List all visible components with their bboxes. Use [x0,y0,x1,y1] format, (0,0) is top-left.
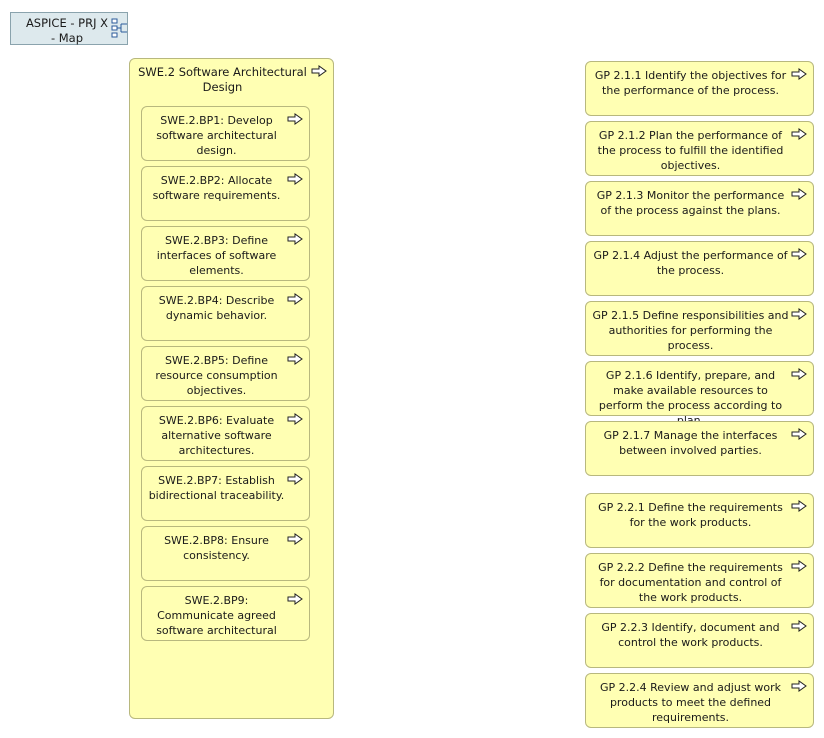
base-practice-label: SWE.2.BP1: Develop software architectura… [156,114,277,157]
generic-practice-label: GP 2.2.4 Review and adjust work products… [600,681,781,724]
map-title: ASPICE - PRJ X - Map [25,16,109,45]
generic-practice-2-2-4[interactable]: GP 2.2.4 Review and adjust work products… [585,673,814,728]
process-arrow-icon [791,680,807,692]
generic-practice-2-2-2[interactable]: GP 2.2.2 Define the requirements for doc… [585,553,814,608]
base-practice-4[interactable]: SWE.2.BP4: Describe dynamic behavior. [141,286,310,341]
base-practice-label: SWE.2.BP6: Evaluate alternative software… [158,414,275,457]
process-arrow-icon [287,113,303,125]
generic-practice-2-2-1[interactable]: GP 2.2.1 Define the requirements for the… [585,493,814,548]
process-arrow-icon [791,560,807,572]
view-map-icon [111,18,127,38]
base-practice-label: SWE.2.BP5: Define resource consumption o… [155,354,278,397]
base-practice-1[interactable]: SWE.2.BP1: Develop software architectura… [141,106,310,161]
process-arrow-icon [791,620,807,632]
generic-practice-2-2-3[interactable]: GP 2.2.3 Identify, document and control … [585,613,814,668]
generic-practice-2-1-4[interactable]: GP 2.1.4 Adjust the performance of the p… [585,241,814,296]
generic-practice-2-1-7[interactable]: GP 2.1.7 Manage the interfaces between i… [585,421,814,476]
generic-practice-2-1-6[interactable]: GP 2.1.6 Identify, prepare, and make ava… [585,361,814,427]
base-practice-2[interactable]: SWE.2.BP2: Allocate software requirement… [141,166,310,221]
process-arrow-icon [791,428,807,440]
generic-practice-label: GP 2.1.5 Define responsibilities and aut… [592,309,789,352]
process-arrow-icon [311,65,327,77]
process-arrow-icon [287,233,303,245]
generic-practice-2-1-3[interactable]: GP 2.1.3 Monitor the performance of the … [585,181,814,236]
process-arrow-icon [287,353,303,365]
process-arrow-icon [287,173,303,185]
generic-practice-2-1-5[interactable]: GP 2.1.5 Define responsibilities and aut… [585,301,814,356]
base-practice-7[interactable]: SWE.2.BP7: Establish bidirectional trace… [141,466,310,521]
process-arrow-icon [791,500,807,512]
process-arrow-icon [791,128,807,140]
generic-practice-label: GP 2.2.2 Define the requirements for doc… [598,561,783,604]
generic-practice-label: GP 2.2.1 Define the requirements for the… [598,501,783,529]
base-practice-label: SWE.2.BP2: Allocate software requirement… [152,174,281,202]
process-arrow-icon [287,533,303,545]
base-practice-label: SWE.2.BP9: Communicate agreed software a… [156,594,277,637]
process-arrow-icon [287,413,303,425]
base-practice-6[interactable]: SWE.2.BP6: Evaluate alternative software… [141,406,310,461]
process-arrow-icon [791,368,807,380]
process-arrow-icon [791,68,807,80]
base-practice-label: SWE.2.BP4: Describe dynamic behavior. [158,294,275,322]
base-practice-8[interactable]: SWE.2.BP8: Ensure consistency. [141,526,310,581]
base-practice-label: SWE.2.BP3: Define interfaces of software… [156,234,277,277]
generic-practice-label: GP 2.1.3 Monitor the performance of the … [596,189,785,217]
base-practice-label: SWE.2.BP8: Ensure consistency. [164,534,269,562]
process-arrow-icon [287,593,303,605]
base-practice-label: SWE.2.BP7: Establish bidirectional trace… [148,474,285,502]
swe2-container-label: SWE.2 Software Architectural Design [138,65,307,94]
generic-practice-2-1-1[interactable]: GP 2.1.1 Identify the objectives for the… [585,61,814,116]
process-arrow-icon [287,293,303,305]
generic-practice-label: GP 2.1.6 Identify, prepare, and make ava… [598,369,783,427]
generic-practice-label: GP 2.1.4 Adjust the performance of the p… [593,249,788,277]
base-practice-3[interactable]: SWE.2.BP3: Define interfaces of software… [141,226,310,281]
base-practice-5[interactable]: SWE.2.BP5: Define resource consumption o… [141,346,310,401]
base-practice-9[interactable]: SWE.2.BP9: Communicate agreed software a… [141,586,310,641]
process-arrow-icon [791,248,807,260]
generic-practice-2-1-2[interactable]: GP 2.1.2 Plan the performance of the pro… [585,121,814,176]
generic-practice-label: GP 2.1.2 Plan the performance of the pro… [597,129,784,172]
map-title-box[interactable]: ASPICE - PRJ X - Map [10,12,128,45]
process-arrow-icon [287,473,303,485]
process-arrow-icon [791,308,807,320]
generic-practice-label: GP 2.1.7 Manage the interfaces between i… [603,429,778,457]
generic-practice-label: GP 2.1.1 Identify the objectives for the… [594,69,787,97]
process-arrow-icon [791,188,807,200]
generic-practice-label: GP 2.2.3 Identify, document and control … [601,621,780,649]
